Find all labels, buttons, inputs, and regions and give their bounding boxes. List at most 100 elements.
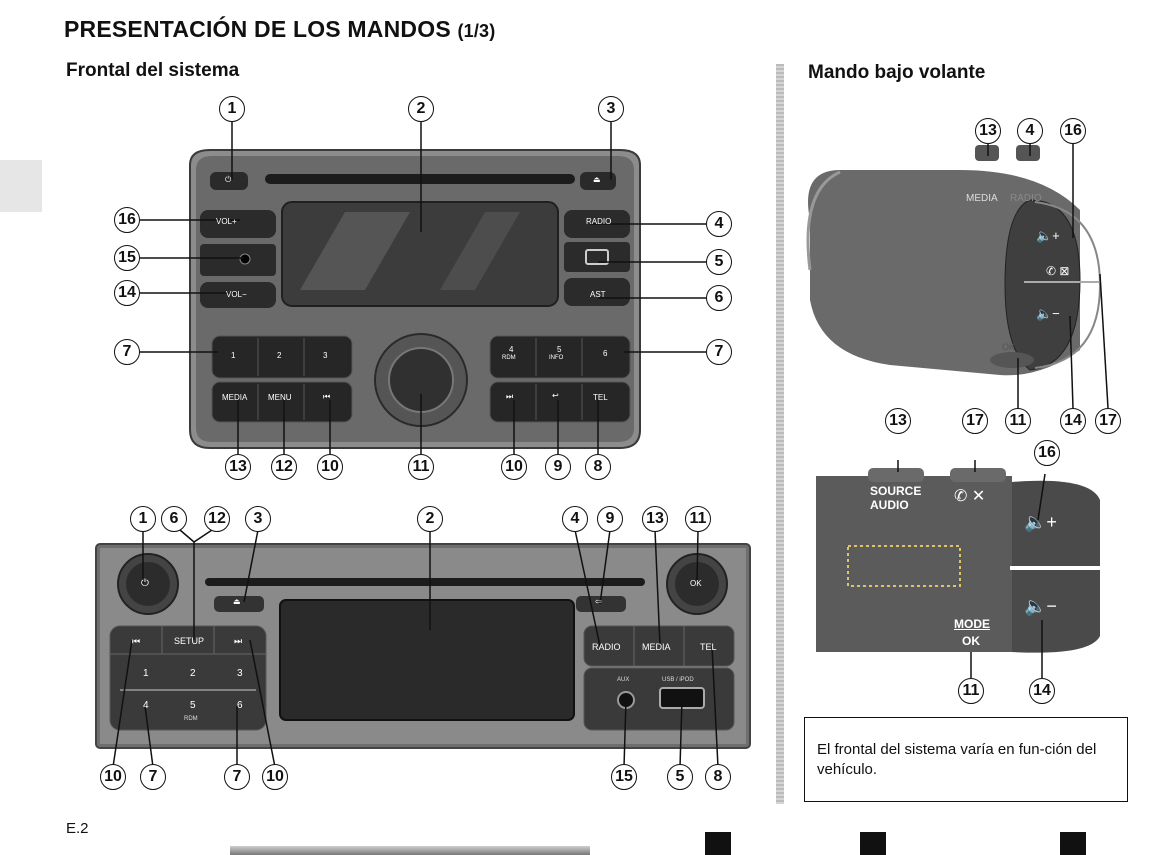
callout-6: 6 — [161, 506, 187, 532]
callout-14: 14 — [1029, 678, 1055, 704]
steering-stalk-1 — [806, 143, 1109, 409]
callout-7: 7 — [140, 764, 166, 790]
callout-2: 2 — [417, 506, 443, 532]
callout-12: 12 — [271, 454, 297, 480]
preset-2[interactable]: 2 — [277, 351, 282, 360]
callout-10: 10 — [317, 454, 343, 480]
preset-4[interactable]: 4 — [143, 700, 149, 711]
callout-8: 8 — [585, 454, 611, 480]
callout-10: 10 — [501, 454, 527, 480]
note-box: El frontal del sistema varía en fun-ción… — [804, 717, 1128, 802]
preset-3[interactable]: 3 — [323, 351, 328, 360]
callout-1: 1 — [219, 96, 245, 122]
ast-button-label[interactable]: AST — [590, 290, 606, 299]
callout-7: 7 — [224, 764, 250, 790]
radio-front-1 — [140, 122, 706, 454]
aux-label: AUX — [617, 677, 630, 683]
radio-label: RADIO — [1010, 193, 1042, 204]
power-icon[interactable]: ⏻ — [141, 578, 149, 589]
preset-4[interactable]: 4 — [509, 345, 514, 354]
source-label: SOURCE — [870, 484, 922, 498]
callout-6: 6 — [706, 285, 732, 311]
callout-13: 13 — [225, 454, 251, 480]
eject-icon[interactable]: ⏏ — [233, 597, 241, 606]
callout-16: 16 — [1034, 440, 1060, 466]
callout-14: 14 — [1060, 408, 1086, 434]
preset-6[interactable]: 6 — [603, 349, 608, 358]
callout-13: 13 — [885, 408, 911, 434]
phone-mute-icon[interactable]: ✆ ✕ — [954, 488, 986, 505]
media-button-label[interactable]: MEDIA — [642, 642, 671, 652]
vol-plus-label[interactable]: VOL+ — [216, 217, 237, 226]
preset-4-sub: RDM — [502, 355, 516, 361]
callout-15: 15 — [114, 245, 140, 271]
footer-bar — [230, 846, 590, 855]
callout-16: 16 — [1060, 118, 1086, 144]
callout-17: 17 — [962, 408, 988, 434]
preset-2[interactable]: 2 — [190, 668, 196, 679]
menu-button-label[interactable]: MENU — [268, 393, 292, 402]
volume-down-icon[interactable]: 🔈− — [1024, 596, 1057, 616]
back-icon[interactable]: ⇦ — [595, 597, 602, 606]
callout-7: 7 — [114, 339, 140, 365]
callout-4: 4 — [706, 211, 732, 237]
rdm-label: RDM — [184, 716, 198, 722]
section-heading-stalk: Mando bajo volante — [808, 62, 986, 83]
radio-front-2 — [95, 529, 751, 768]
callout-4: 4 — [1017, 118, 1043, 144]
phone-mute-icon[interactable]: ✆ ⊠ — [1046, 264, 1070, 278]
section-heading-front: Frontal del sistema — [66, 60, 240, 81]
callout-5: 5 — [706, 249, 732, 275]
volume-up-icon[interactable]: 🔈+ — [1024, 512, 1057, 532]
callout-9: 9 — [545, 454, 571, 480]
radio-button-label[interactable]: RADIO — [592, 642, 621, 652]
power-icon[interactable]: ⏻ — [225, 175, 232, 184]
callout-16: 16 — [114, 207, 140, 233]
callout-4: 4 — [562, 506, 588, 532]
preset-6[interactable]: 6 — [237, 700, 243, 711]
eject-icon[interactable]: ⏏ — [593, 175, 601, 184]
mode-label[interactable]: MODE — [954, 617, 990, 631]
prev-track-icon[interactable]: ⏮ — [323, 392, 331, 401]
footer-mark — [705, 832, 731, 855]
media-button-label[interactable]: MEDIA — [222, 393, 248, 402]
preset-3[interactable]: 3 — [237, 668, 243, 679]
radio-button-label[interactable]: RADIO — [586, 217, 612, 226]
prev-track-icon[interactable]: ⏮ — [132, 636, 141, 646]
footer-mark — [860, 832, 886, 855]
callout-3: 3 — [245, 506, 271, 532]
callout-11: 11 — [1005, 408, 1031, 434]
preset-5[interactable]: 5 — [557, 345, 562, 354]
preset-1[interactable]: 1 — [143, 668, 149, 679]
callout-11: 11 — [408, 454, 434, 480]
media-label: MEDIA — [966, 193, 998, 204]
ok-knob-label[interactable]: OK — [690, 579, 702, 588]
callout-1: 1 — [130, 506, 156, 532]
next-track-icon[interactable]: ⏭ — [506, 392, 514, 401]
callout-17: 17 — [1095, 408, 1121, 434]
callout-11: 11 — [958, 678, 984, 704]
steering-stalk-2 — [816, 460, 1100, 678]
callout-13: 13 — [975, 118, 1001, 144]
callout-13: 13 — [642, 506, 668, 532]
audio-label: AUDIO — [870, 498, 909, 512]
column-divider — [776, 64, 784, 804]
ok-label[interactable]: OK — [962, 634, 980, 648]
preset-5[interactable]: 5 — [190, 700, 196, 711]
ok-label[interactable]: OK — [1002, 342, 1016, 352]
back-icon[interactable]: ↩ — [552, 391, 559, 400]
next-track-icon[interactable]: ⏭ — [234, 636, 243, 646]
volume-down-icon[interactable]: 🔈− — [1036, 306, 1060, 321]
page-number: E.2 — [66, 820, 89, 837]
callout-8: 8 — [705, 764, 731, 790]
vol-minus-label[interactable]: VOL− — [226, 290, 247, 299]
tel-button-label[interactable]: TEL — [593, 393, 608, 402]
preset-1[interactable]: 1 — [231, 351, 236, 360]
callout-9: 9 — [597, 506, 623, 532]
setup-button-label[interactable]: SETUP — [174, 636, 205, 646]
footer-mark — [1060, 832, 1086, 855]
volume-up-icon[interactable]: 🔈+ — [1036, 228, 1060, 243]
tel-button-label[interactable]: TEL — [700, 642, 717, 652]
callout-3: 3 — [598, 96, 624, 122]
callout-12: 12 — [204, 506, 230, 532]
